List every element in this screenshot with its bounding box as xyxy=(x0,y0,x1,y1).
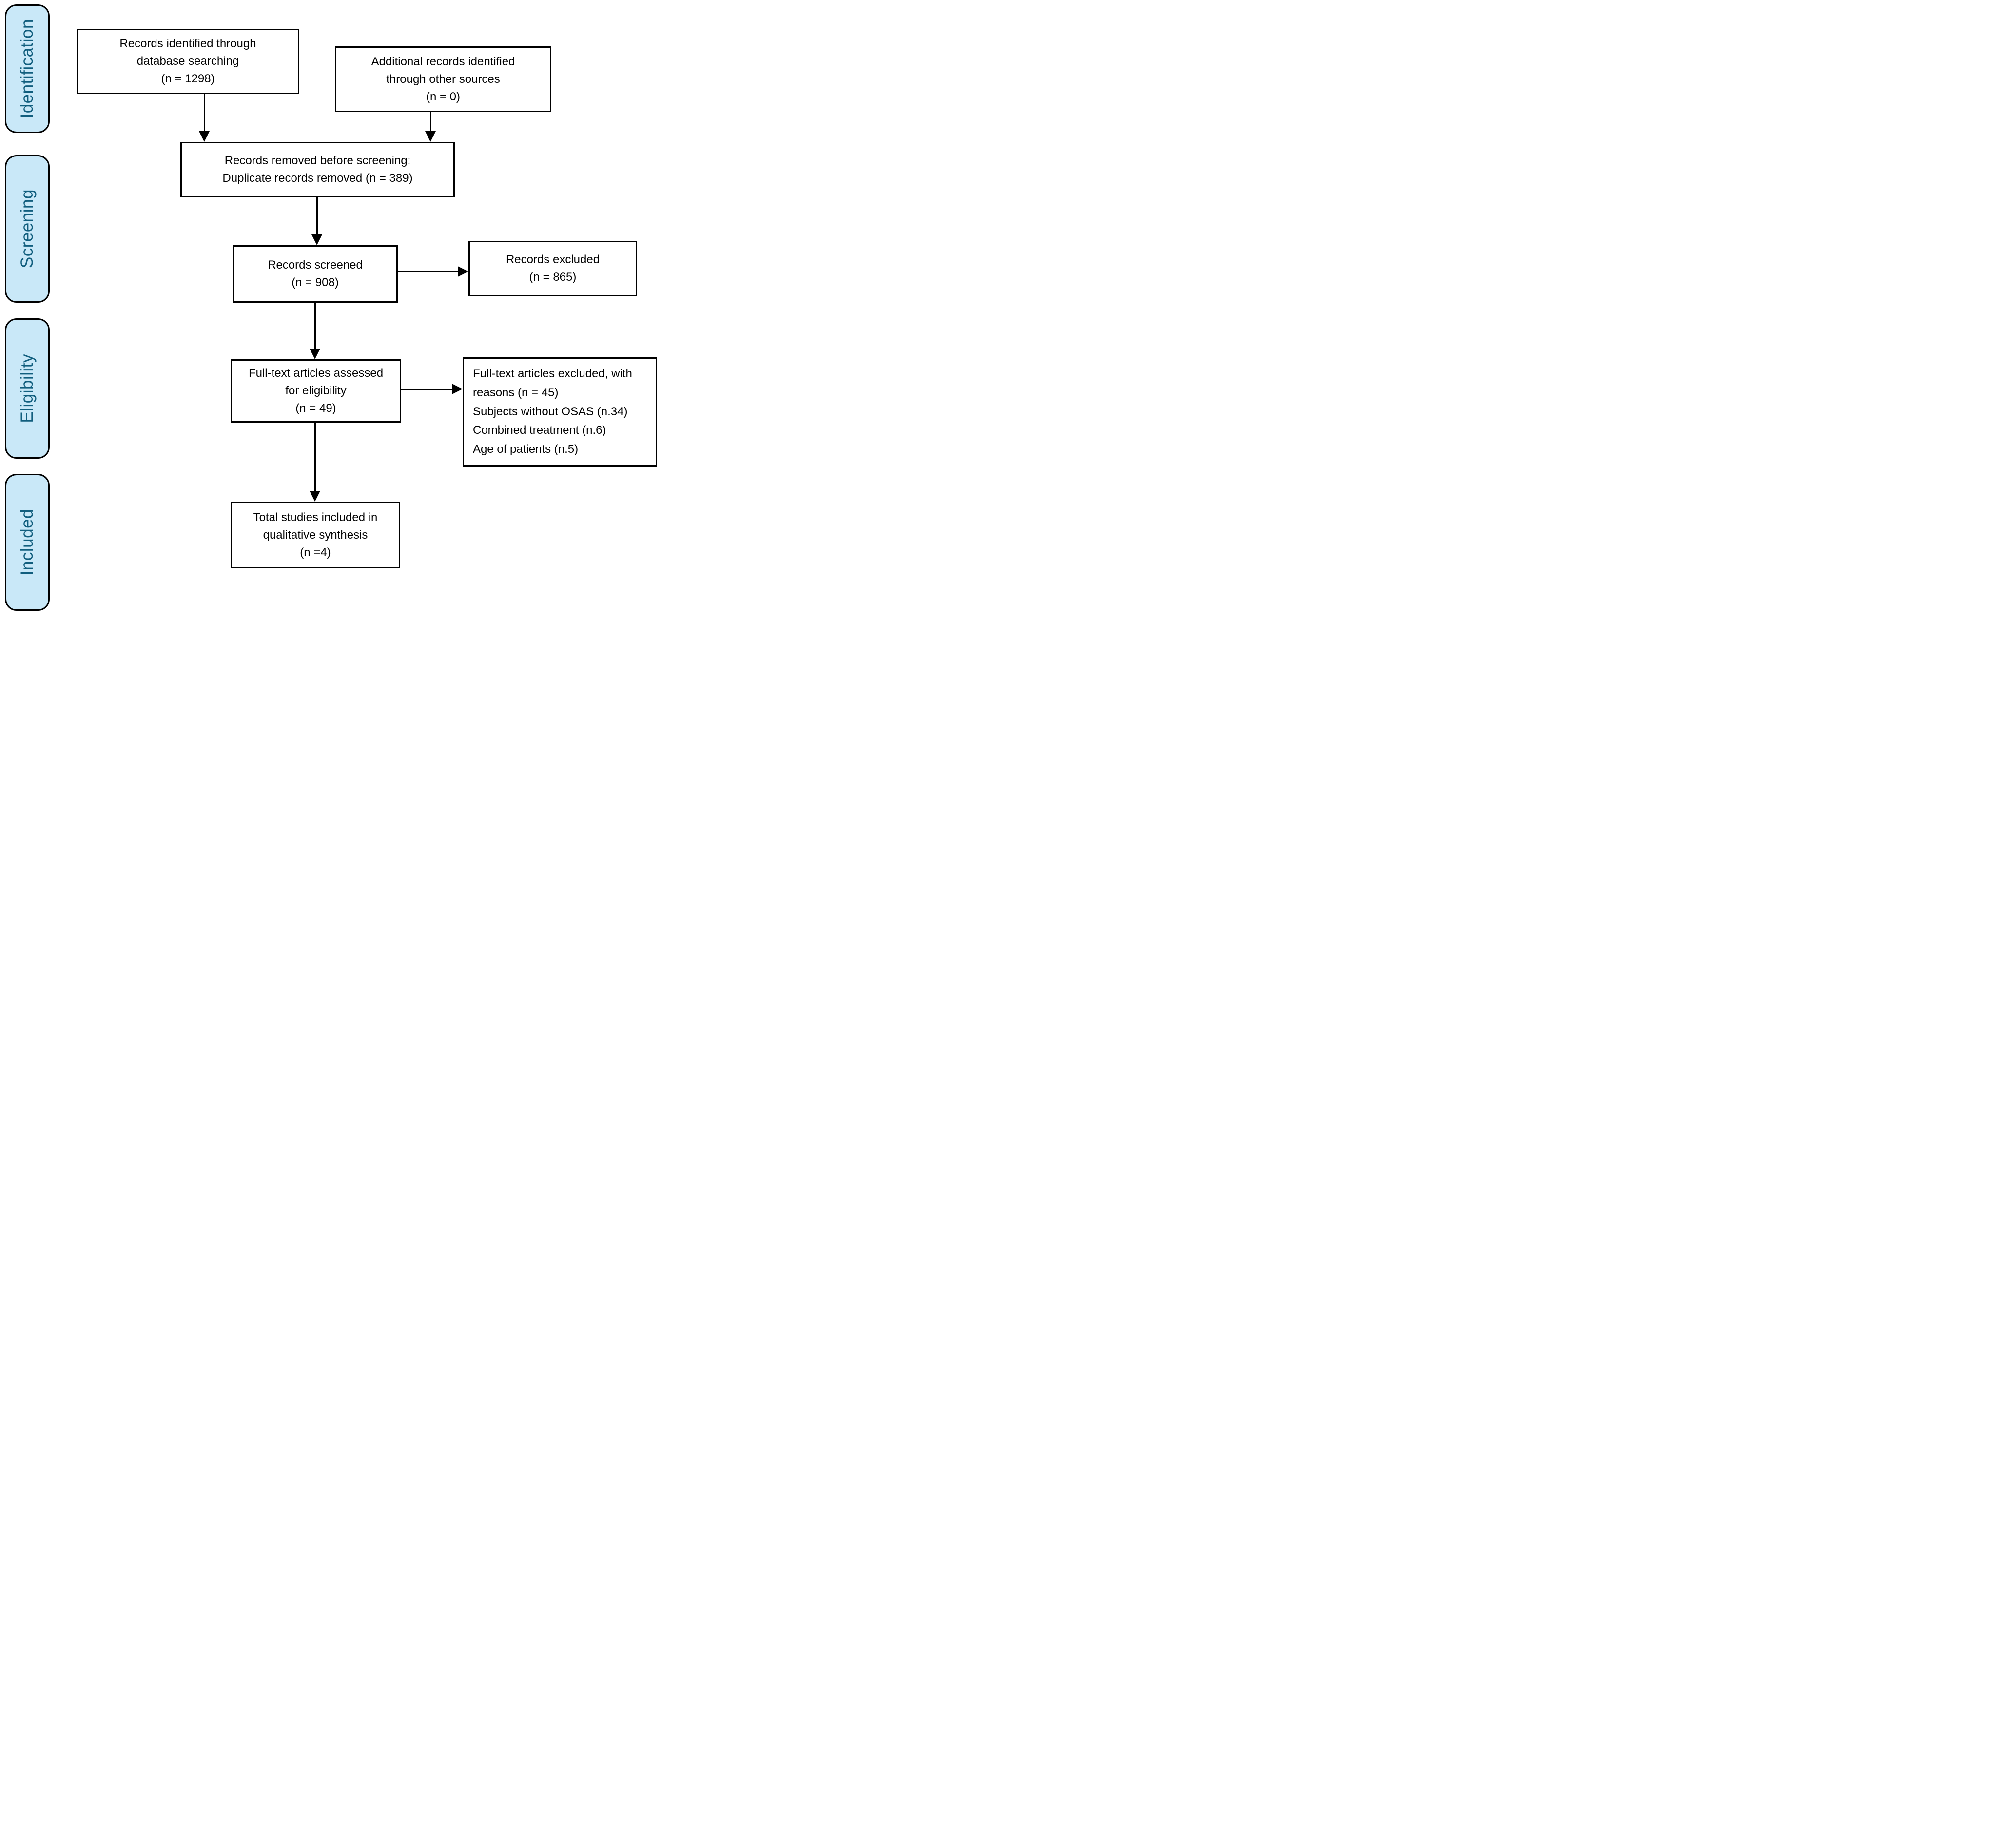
arrow-screened-to-fulltext-head-icon xyxy=(310,349,320,359)
box-records-excluded: Records excluded (n = 865) xyxy=(468,241,637,296)
arrow-screened-to-excluded-line xyxy=(398,271,458,272)
arrow-fulltext-to-included-line xyxy=(314,423,316,491)
stage-included: Included xyxy=(5,474,50,611)
box-fulltext-excluded: Full-text articles excluded, with reason… xyxy=(463,357,657,467)
arrow-screened-to-fulltext-line xyxy=(314,303,316,349)
stage-eligibility: Eligibility xyxy=(5,318,50,459)
stage-screening: Screening xyxy=(5,155,50,303)
arrow-screened-to-excluded-head-icon xyxy=(458,266,468,277)
box-records-removed: Records removed before screening: Duplic… xyxy=(180,142,455,197)
arrow-fulltext-to-excluded-line xyxy=(401,389,452,390)
stage-eligibility-label: Eligibility xyxy=(18,354,37,423)
arrow-removed-to-screened-head-icon xyxy=(311,234,322,245)
arrow-additional-to-removed-line xyxy=(430,112,431,131)
prisma-flow-diagram: Identification Screening Eligibility Inc… xyxy=(0,0,668,616)
stage-identification: Identification xyxy=(5,4,50,133)
arrow-fulltext-to-included-head-icon xyxy=(310,491,320,502)
stage-identification-label: Identification xyxy=(18,19,37,118)
stage-screening-label: Screening xyxy=(18,189,37,269)
box-fulltext-assessed: Full-text articles assessed for eligibil… xyxy=(231,359,401,423)
box-records-identified: Records identified through database sear… xyxy=(77,29,299,94)
arrow-additional-to-removed-head-icon xyxy=(425,131,436,142)
arrow-identified-to-removed-line xyxy=(204,94,205,131)
box-additional-records: Additional records identified through ot… xyxy=(335,46,551,112)
stage-included-label: Included xyxy=(18,509,37,576)
box-total-included: Total studies included in qualitative sy… xyxy=(231,502,400,568)
arrow-fulltext-to-excluded-head-icon xyxy=(452,384,463,394)
box-records-screened: Records screened (n = 908) xyxy=(233,245,398,303)
arrow-removed-to-screened-line xyxy=(316,197,318,234)
arrow-identified-to-removed-head-icon xyxy=(199,131,210,142)
